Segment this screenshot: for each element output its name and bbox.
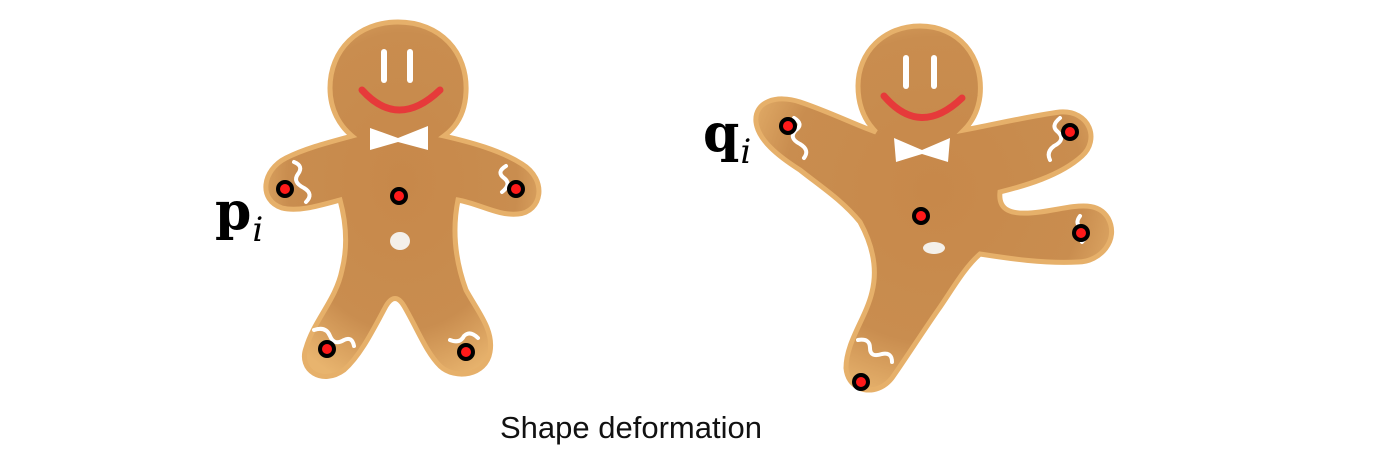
- target-points-label: qi: [703, 108, 751, 170]
- source-symbol: p: [215, 181, 252, 242]
- original-icing-left-leg: [312, 326, 356, 348]
- deformed-smile: [880, 92, 966, 121]
- handle-point: [318, 340, 336, 358]
- original-cookie: [263, 19, 542, 379]
- original-handles: [276, 180, 525, 361]
- original-icing-left-arm: [292, 160, 312, 204]
- deformed-cookie-body: [753, 23, 1115, 393]
- handle-point: [457, 343, 475, 361]
- handle-point: [1072, 224, 1090, 242]
- deformed-bow-tie: [894, 138, 950, 162]
- handle-point: [1061, 123, 1079, 141]
- target-subscript: i: [740, 132, 752, 172]
- source-subscript: i: [252, 210, 264, 250]
- deformed-icing-left-arm: [790, 116, 809, 160]
- target-symbol: q: [703, 103, 740, 164]
- deformed-button-lower: [923, 242, 945, 254]
- handle-point: [912, 207, 930, 225]
- handle-point: [390, 187, 408, 205]
- deformed-handles: [779, 117, 1090, 391]
- original-bow-tie: [370, 126, 428, 150]
- original-icing-right-arm: [498, 164, 510, 194]
- source-points-label: pi: [215, 186, 263, 248]
- deformed-icing-leg: [856, 337, 894, 364]
- handle-point: [852, 373, 870, 391]
- original-button-lower: [390, 232, 410, 250]
- handle-point: [276, 180, 294, 198]
- figure-caption: Shape deformation: [500, 410, 762, 445]
- original-icing-right-leg: [448, 331, 480, 344]
- original-smile: [358, 86, 444, 114]
- deformed-icing-right-arm: [1046, 116, 1064, 162]
- handle-point: [779, 117, 797, 135]
- handle-point: [507, 180, 525, 198]
- deformed-cookie: [753, 23, 1115, 393]
